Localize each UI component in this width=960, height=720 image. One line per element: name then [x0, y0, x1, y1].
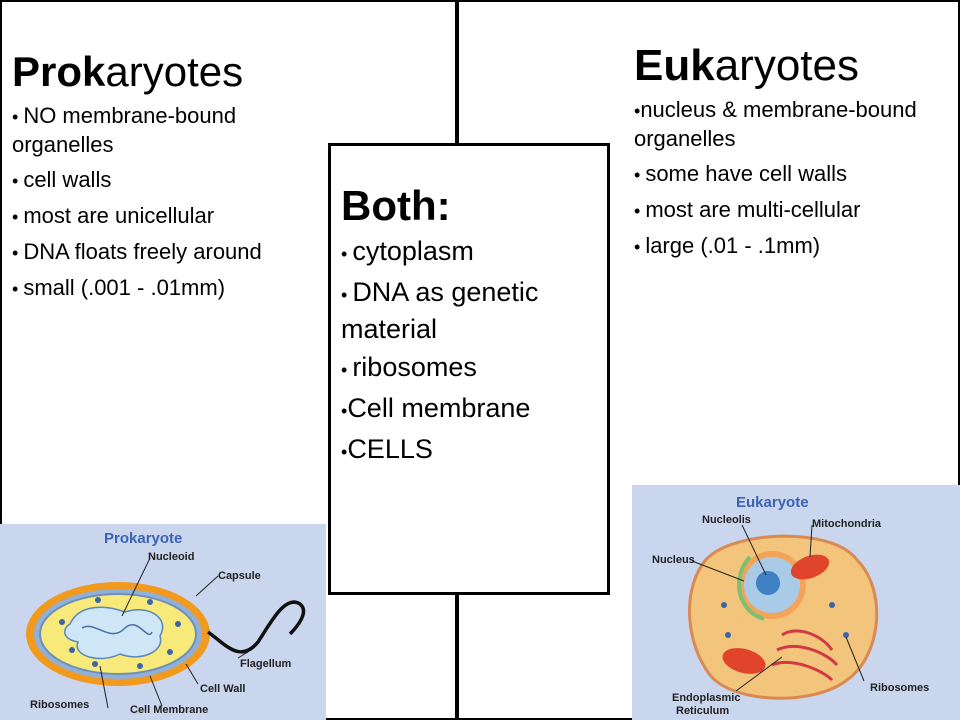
list-item: • most are multi-cellular: [634, 197, 861, 222]
nucleoid-label: Nucleoid: [148, 551, 194, 563]
eukaryote-title: Eukaryote: [736, 494, 809, 511]
mitochondria-label: Mitochondria: [812, 518, 882, 530]
nucleus-label: Nucleus: [652, 554, 695, 566]
list-item: • ribosomes: [341, 352, 477, 382]
both-heading-text: Both:: [341, 182, 451, 229]
list-item: • most are unicellular: [12, 203, 215, 228]
prokaryotes-list: • NO membrane-bound organelles • cell wa…: [12, 102, 282, 303]
capsule-label: Capsule: [218, 570, 261, 582]
eukaryotes-heading-bold: Euk: [634, 41, 715, 90]
list-item-text: cell walls: [23, 167, 112, 192]
ribosomes-label: Ribosomes: [870, 682, 929, 694]
list-item-text: large (.01 - .1mm): [645, 233, 821, 258]
nucleolis-label: Nucleolis: [702, 514, 751, 526]
list-item: • cell walls: [12, 167, 112, 192]
er-label-line1: Endoplasmic: [672, 692, 740, 704]
list-item-text: ribosomes: [352, 352, 477, 382]
prokaryotes-heading: Prokaryotes: [12, 48, 282, 96]
eukaryote-diagram: Eukaryote Nucleolis Mitochondria Nucleus…: [632, 485, 960, 720]
prokaryote-title: Prokaryote: [104, 530, 182, 547]
prokaryotes-heading-bold: Prok: [12, 48, 106, 95]
list-item-text: some have cell walls: [645, 161, 848, 186]
eukaryotes-heading: Eukaryotes: [634, 42, 954, 90]
list-item-text: NO membrane-bound organelles: [12, 103, 237, 157]
list-item: • cytoplasm: [341, 236, 474, 266]
list-item: • DNA as genetic material: [341, 277, 539, 344]
list-item-text: Cell membrane: [347, 393, 531, 423]
ribosome-dot: [95, 597, 101, 603]
cell-membrane-label: Cell Membrane: [130, 704, 208, 716]
prokaryote-diagram-svg: Prokaryote Nucleoid Capsule Flagellum Ce…: [26, 530, 306, 716]
dna-strand: [81, 624, 153, 635]
nucleoid-shape: [64, 606, 164, 660]
list-item-text: most are unicellular: [23, 203, 215, 228]
eukaryotes-heading-rest: aryotes: [714, 41, 859, 90]
ribosome-dot: [147, 599, 153, 605]
prokaryote-diagram: Prokaryote Nucleoid Capsule Flagellum Ce…: [0, 524, 326, 720]
list-item: • NO membrane-bound organelles: [12, 103, 237, 157]
flagellum-label: Flagellum: [240, 658, 292, 670]
ribosome-dot: [69, 647, 75, 653]
ribosome-dot: [175, 621, 181, 627]
ribosomes-label: Ribosomes: [30, 699, 89, 711]
list-item: •CELLS: [341, 434, 433, 464]
er-green-shape: [737, 555, 765, 621]
list-item: • large (.01 - .1mm): [634, 233, 821, 258]
list-item-text: DNA as genetic material: [341, 277, 539, 344]
endoplasmic-reticulum-shape: [771, 629, 839, 682]
mitochondria-shape: [722, 648, 766, 674]
ribosome-dot: [137, 663, 143, 669]
list-item-text: cytoplasm: [352, 236, 474, 266]
list-item: • small (.001 - .01mm): [12, 275, 226, 300]
both-content: Both: • cytoplasm • DNA as genetic mater…: [341, 182, 611, 473]
ribosome-dot: [725, 632, 731, 638]
list-item: •nucleus & membrane-bound organelles: [634, 97, 917, 151]
both-list: • cytoplasm • DNA as genetic material • …: [341, 234, 611, 469]
list-item: • some have cell walls: [634, 161, 848, 186]
list-item: • DNA floats freely around: [12, 239, 262, 264]
list-item-text: DNA floats freely around: [23, 239, 262, 264]
er-label-line2: Reticulum: [676, 705, 729, 717]
ribosome-dot: [829, 602, 835, 608]
eukaryote-diagram-svg: Eukaryote Nucleolis Mitochondria Nucleus…: [652, 494, 929, 717]
eukaryotes-column: Eukaryotes •nucleus & membrane-bound org…: [634, 42, 954, 268]
ribosome-dot: [721, 602, 727, 608]
mitochondria-shape: [790, 554, 830, 580]
both-heading: Both:: [341, 182, 611, 230]
list-item-text: small (.001 - .01mm): [23, 275, 226, 300]
ribosome-dot: [92, 661, 98, 667]
eukaryotes-list: •nucleus & membrane-bound organelles • s…: [634, 96, 954, 261]
list-item-text: nucleus & membrane-bound organelles: [634, 97, 917, 151]
list-item-text: most are multi-cellular: [645, 197, 861, 222]
nucleolus-shape: [756, 571, 780, 595]
cell-wall-label: Cell Wall: [200, 683, 245, 695]
list-item: •Cell membrane: [341, 393, 531, 423]
ribosome-dot: [167, 649, 173, 655]
prokaryotes-column: Prokaryotes • NO membrane-bound organell…: [12, 48, 282, 310]
both-box: Both: • cytoplasm • DNA as genetic mater…: [328, 143, 610, 595]
flagellum-shape: [206, 600, 306, 654]
list-item-text: CELLS: [347, 434, 433, 464]
prokaryotes-heading-rest: aryotes: [105, 48, 244, 95]
ribosome-dot: [843, 632, 849, 638]
ribosome-dot: [59, 619, 65, 625]
